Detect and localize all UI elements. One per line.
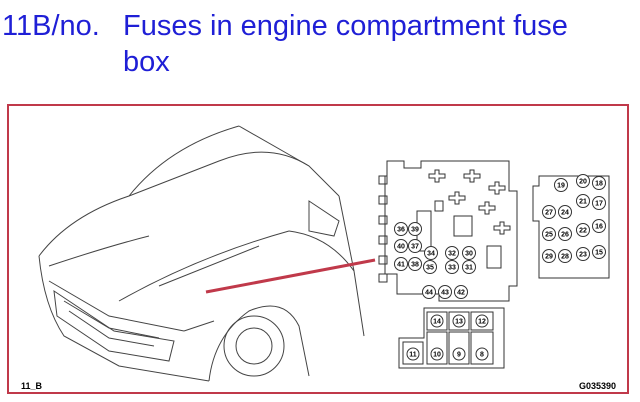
- bottom-fuse-box: [398, 307, 505, 369]
- fuse-label-12: 12: [478, 319, 486, 326]
- fuse-marker-42: [454, 285, 468, 299]
- diagram-frame: 36 39 40 37 41 38 34 35 32 33 30 31 44 43 42 19 20 18 21 1…: [7, 104, 629, 394]
- left-fuse-box: [378, 160, 518, 302]
- fuse-marker-11: [406, 347, 420, 361]
- fuse-label-39: 39: [411, 227, 419, 234]
- fuse-marker-25: [542, 227, 556, 241]
- fuse-marker-10: [430, 347, 444, 361]
- title-line-1: Fuses in engine compartment fuse: [123, 10, 568, 42]
- fuse-marker-8: [475, 347, 489, 361]
- fuse-marker-19: [554, 178, 568, 192]
- page-title: 11B/no. Fuses in engine compartment fuse…: [0, 0, 640, 90]
- fuse-label-15: 15: [595, 250, 603, 257]
- fuse-label-44: 44: [425, 290, 433, 297]
- fuse-marker-15: [592, 245, 606, 259]
- fuse-marker-37: [408, 239, 422, 253]
- fuse-marker-9: [452, 347, 466, 361]
- fuse-label-16: 16: [595, 224, 603, 231]
- fuse-label-42: 42: [457, 290, 465, 297]
- fuse-marker-27: [542, 205, 556, 219]
- fuse-marker-29: [542, 249, 556, 263]
- fuse-label-23: 23: [579, 252, 587, 259]
- fuse-label-35: 35: [426, 265, 434, 272]
- fuse-label-27: 27: [545, 210, 553, 217]
- fuse-marker-35: [423, 260, 437, 274]
- fuse-marker-23: [576, 247, 590, 261]
- fuse-marker-12: [475, 314, 489, 328]
- caption-right: G035390: [579, 381, 617, 391]
- fuse-marker-44: [422, 285, 436, 299]
- fuse-marker-43: [438, 285, 452, 299]
- fuse-marker-21: [576, 194, 590, 208]
- fuse-label-14: 14: [433, 319, 441, 326]
- fuse-marker-20: [576, 174, 590, 188]
- fuse-label-31: 31: [465, 265, 473, 272]
- fuse-marker-32: [445, 246, 459, 260]
- fuse-marker-16: [592, 219, 606, 233]
- fuse-marker-13: [452, 314, 466, 328]
- fuse-marker-26: [558, 227, 572, 241]
- fuse-label-21: 21: [579, 199, 587, 206]
- fuse-label-32: 32: [448, 251, 456, 258]
- fuse-marker-36: [394, 222, 408, 236]
- fuse-marker-24: [558, 205, 572, 219]
- fuse-label-13: 13: [455, 319, 463, 326]
- fuse-label-34: 34: [427, 251, 435, 258]
- fuse-marker-14: [430, 314, 444, 328]
- fuse-label-22: 22: [579, 228, 587, 235]
- figure-number: 11B/no.: [2, 10, 100, 42]
- fuse-label-40: 40: [397, 244, 405, 251]
- fuse-label-9: 9: [457, 352, 461, 359]
- fuse-label-29: 29: [545, 254, 553, 261]
- title-line-2: box: [123, 46, 170, 78]
- fuse-marker-22: [576, 223, 590, 237]
- fuse-marker-34: [424, 246, 438, 260]
- caption-left: 11_B: [21, 381, 43, 391]
- fuse-label-17: 17: [595, 201, 603, 208]
- pointer-line: [205, 258, 376, 294]
- fuse-label-41: 41: [397, 262, 405, 269]
- car-illustration: [38, 125, 365, 382]
- fuse-marker-38: [408, 257, 422, 271]
- fuse-marker-33: [445, 260, 459, 274]
- fuse-marker-31: [462, 260, 476, 274]
- fuse-label-28: 28: [561, 254, 569, 261]
- fuse-label-20: 20: [579, 179, 587, 186]
- fuse-label-43: 43: [441, 290, 449, 297]
- fuse-label-36: 36: [397, 227, 405, 234]
- right-fuse-box: [532, 175, 610, 279]
- fuse-label-10: 10: [433, 352, 441, 359]
- fuse-label-37: 37: [411, 244, 419, 251]
- fuse-label-11: 11: [409, 352, 417, 359]
- fuse-marker-40: [394, 239, 408, 253]
- fuse-label-18: 18: [595, 181, 603, 188]
- fuse-marker-18: [592, 176, 606, 190]
- fuse-label-30: 30: [465, 251, 473, 258]
- fuse-label-25: 25: [545, 232, 553, 239]
- fuse-marker-39: [408, 222, 422, 236]
- fuse-marker-41: [394, 257, 408, 271]
- fuse-marker-30: [462, 246, 476, 260]
- fuse-label-19: 19: [557, 183, 565, 190]
- fuse-marker-17: [592, 196, 606, 210]
- fuse-marker-28: [558, 249, 572, 263]
- fuse-label-38: 38: [411, 262, 419, 269]
- fuse-label-24: 24: [561, 210, 569, 217]
- fuse-label-33: 33: [448, 265, 456, 272]
- diagram-svg: 36 39 40 37 41 38 34 35 32 33 30 31 44 43 42 19 20 18 21 1…: [38, 125, 610, 382]
- fuse-label-26: 26: [561, 232, 569, 239]
- fuse-label-8: 8: [480, 352, 484, 359]
